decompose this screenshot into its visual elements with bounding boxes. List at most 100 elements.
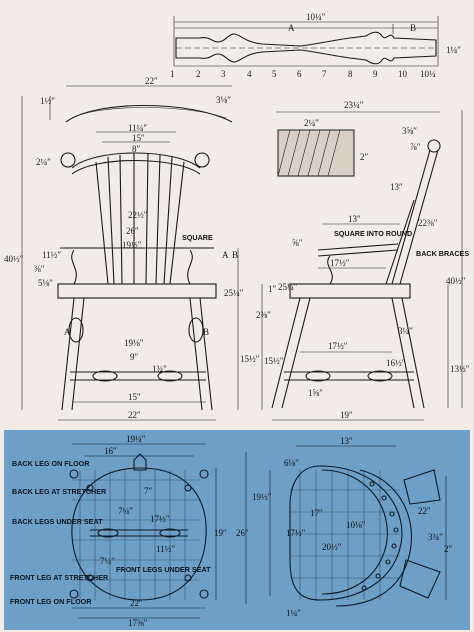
plan-label: FRONT LEG ON FLOOR <box>10 597 92 606</box>
front-dim: 40½″ <box>4 254 24 264</box>
front-dim: 15½″ <box>240 354 260 364</box>
spindle-detail: 10¼″ A B 1¼″ 1 2 3 4 5 6 7 8 9 10 10¼ <box>170 12 461 79</box>
plan-dim: 7¼″ <box>118 506 133 516</box>
side-dim: 19″ <box>340 410 353 420</box>
plan-dim: 2″ <box>444 544 453 554</box>
spindle-b-label: B <box>410 23 416 33</box>
plan-dim: 17⅜″ <box>128 618 148 628</box>
side-dim: ⅞″ <box>410 142 421 152</box>
station-label: 9 <box>373 69 378 79</box>
side-dim: 3¼″ <box>398 326 413 336</box>
plan-dim: 26″ <box>236 528 249 538</box>
front-dim: 25¼″ <box>224 288 244 298</box>
plan-dim: 13″ <box>340 436 353 446</box>
front-dim: 26″ <box>126 226 139 236</box>
side-dim: 17½″ <box>330 258 350 268</box>
plan-dim: 20½″ <box>322 542 342 552</box>
plan-dim: 16″ <box>104 446 117 456</box>
plan-label: BACK LEGS UNDER SEAT <box>12 517 103 526</box>
side-dim: 15½″ <box>264 356 284 366</box>
front-dim: 8″ <box>132 144 141 154</box>
front-elevation: 22″ 1½″ 3⅛″ <box>4 76 277 421</box>
leg-a-label: A <box>64 327 71 337</box>
back-braces-label: BACK BRACES <box>416 249 469 258</box>
side-dim: 22⅜″ <box>418 218 438 228</box>
station-label: 10 <box>398 69 408 79</box>
section-a-label: A <box>222 250 229 260</box>
seat-plan-left: 19¼″ 16″ 7″ 7¼″ 17½″ 11½″ 7¼″ 19″ 22″ 17… <box>10 434 227 628</box>
front-dim: 22½″ <box>128 210 148 220</box>
plan-label: FRONT LEG AT STRETCHER <box>10 573 109 582</box>
plan-dim: 17½″ <box>286 528 306 538</box>
front-dim: 5⅛″ <box>38 278 53 288</box>
side-dim: 25¼″ <box>278 282 298 292</box>
front-dim: 11¼″ <box>128 123 147 133</box>
spindle-a-label: A <box>288 23 295 33</box>
station-label: 5 <box>272 69 277 79</box>
front-dim: ⅜″ <box>34 264 45 274</box>
station-label: 8 <box>348 69 353 79</box>
side-dim: 13½″ <box>450 364 470 374</box>
front-dim: 9″ <box>130 352 139 362</box>
plan-label: BACK LEG AT STRETCHER <box>12 487 107 496</box>
side-dim: 2⅜″ <box>256 310 271 320</box>
front-dim: 19⅛″ <box>124 338 144 348</box>
plan-dim: 22″ <box>130 598 143 608</box>
square-label: SQUARE <box>182 233 213 242</box>
front-top-width-dim: 22″ <box>145 76 158 86</box>
station-label: 4 <box>247 69 252 79</box>
side-dim: ⅝″ <box>292 238 303 248</box>
plan-dim: 10⅛″ <box>346 520 366 530</box>
plan-dim: 22″ <box>418 506 431 516</box>
side-dim: 1⅝″ <box>308 388 323 398</box>
front-dim: 15″ <box>128 392 141 402</box>
leg-b-label: B <box>203 327 209 337</box>
plan-dim: 11½″ <box>156 544 175 554</box>
side-dim: 17½″ <box>328 341 348 351</box>
station-label: 10¼ <box>420 69 436 79</box>
station-label: 2 <box>196 69 201 79</box>
plan-dim: 7″ <box>144 486 153 496</box>
front-dim: 15″ <box>132 133 145 143</box>
station-label: 1 <box>170 69 175 79</box>
side-dim: 40½″ <box>446 276 466 286</box>
plan-dim: 17½″ <box>150 514 170 524</box>
spindle-height-dim: 1¼″ <box>446 45 461 55</box>
side-dim: 16½″ <box>386 358 406 368</box>
plan-dim: 17″ <box>310 508 323 518</box>
front-crest-rise-dim: 1½″ <box>40 96 55 106</box>
spindle-overall-dim: 10¼″ <box>306 12 326 22</box>
side-dim: 3⅝″ <box>402 126 417 136</box>
plan-label: BACK LEG ON FLOOR <box>12 459 90 468</box>
spindle-stations: 1 2 3 4 5 6 7 8 9 10 10¼ <box>170 65 438 79</box>
plan-dim: 19¼″ <box>126 434 146 444</box>
station-label: 3 <box>221 69 226 79</box>
plan-dim: 19½″ <box>252 492 272 502</box>
front-dim: 1″ <box>268 284 277 294</box>
plan-dim: 19″ <box>214 528 227 538</box>
seat-plan-right: 13″ 26″ 6⅛″ 19½″ 17″ 17½″ 10⅛″ 20½″ 22″ … <box>236 436 453 618</box>
square-round-label: SQUARE INTO ROUND <box>334 229 412 238</box>
front-dim: 19½″ <box>122 240 142 250</box>
blueprint-panel <box>4 430 470 630</box>
plan-label: FRONT LEGS UNDER SEAT <box>116 565 211 574</box>
front-dim: 1¾″ <box>152 364 167 374</box>
side-dim: 2¼″ <box>304 118 319 128</box>
side-dim: 2″ <box>360 152 369 162</box>
station-label: 6 <box>297 69 302 79</box>
crest-section <box>277 129 355 177</box>
plan-dim: 1¼″ <box>286 608 301 618</box>
section-b-label: B <box>232 250 238 260</box>
station-label: 7 <box>322 69 327 79</box>
side-dim: 13″ <box>390 182 403 192</box>
side-dim: 23¼″ <box>344 100 364 110</box>
front-ear-rise-dim: 3⅛″ <box>216 95 231 105</box>
side-dim: 13″ <box>348 214 361 224</box>
plan-dim: 6⅛″ <box>284 458 299 468</box>
plan-dim: 3¾″ <box>428 532 443 542</box>
front-dim: 22″ <box>128 410 141 420</box>
front-dim: 11½″ <box>42 250 61 260</box>
front-dim: 2¼″ <box>36 157 51 167</box>
